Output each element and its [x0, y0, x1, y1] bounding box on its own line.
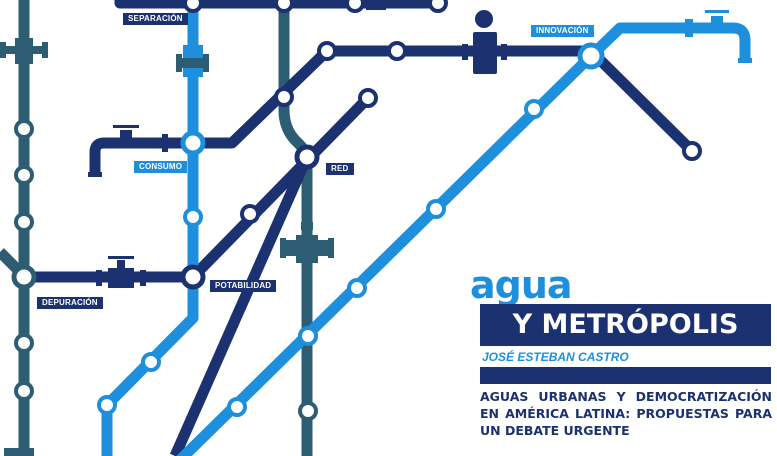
title-rest: Y METRÓPOLIS [512, 309, 739, 340]
label-potabilidad: POTABILIDAD [210, 280, 277, 292]
label-consumo: CONSUMO [134, 161, 188, 173]
label-red: RED [326, 163, 354, 175]
label-innovacion: INNOVACIÓN [531, 25, 594, 37]
label-separacion: SEPARACIÓN [123, 13, 188, 25]
pipe-valves [0, 0, 752, 456]
label-depuracion: DEPURACIÓN [37, 297, 103, 309]
title-word: agua [470, 263, 573, 307]
station-nodes [11, 0, 702, 421]
title-banner: Y METRÓPOLIS [480, 304, 771, 346]
author-divider-bar [480, 367, 771, 384]
author-name: JOSÉ ESTEBAN CASTRO [482, 350, 629, 364]
subtitle: AGUAS URBANAS Y DEMOCRATIZACIÓN EN AMÉRI… [480, 389, 772, 438]
